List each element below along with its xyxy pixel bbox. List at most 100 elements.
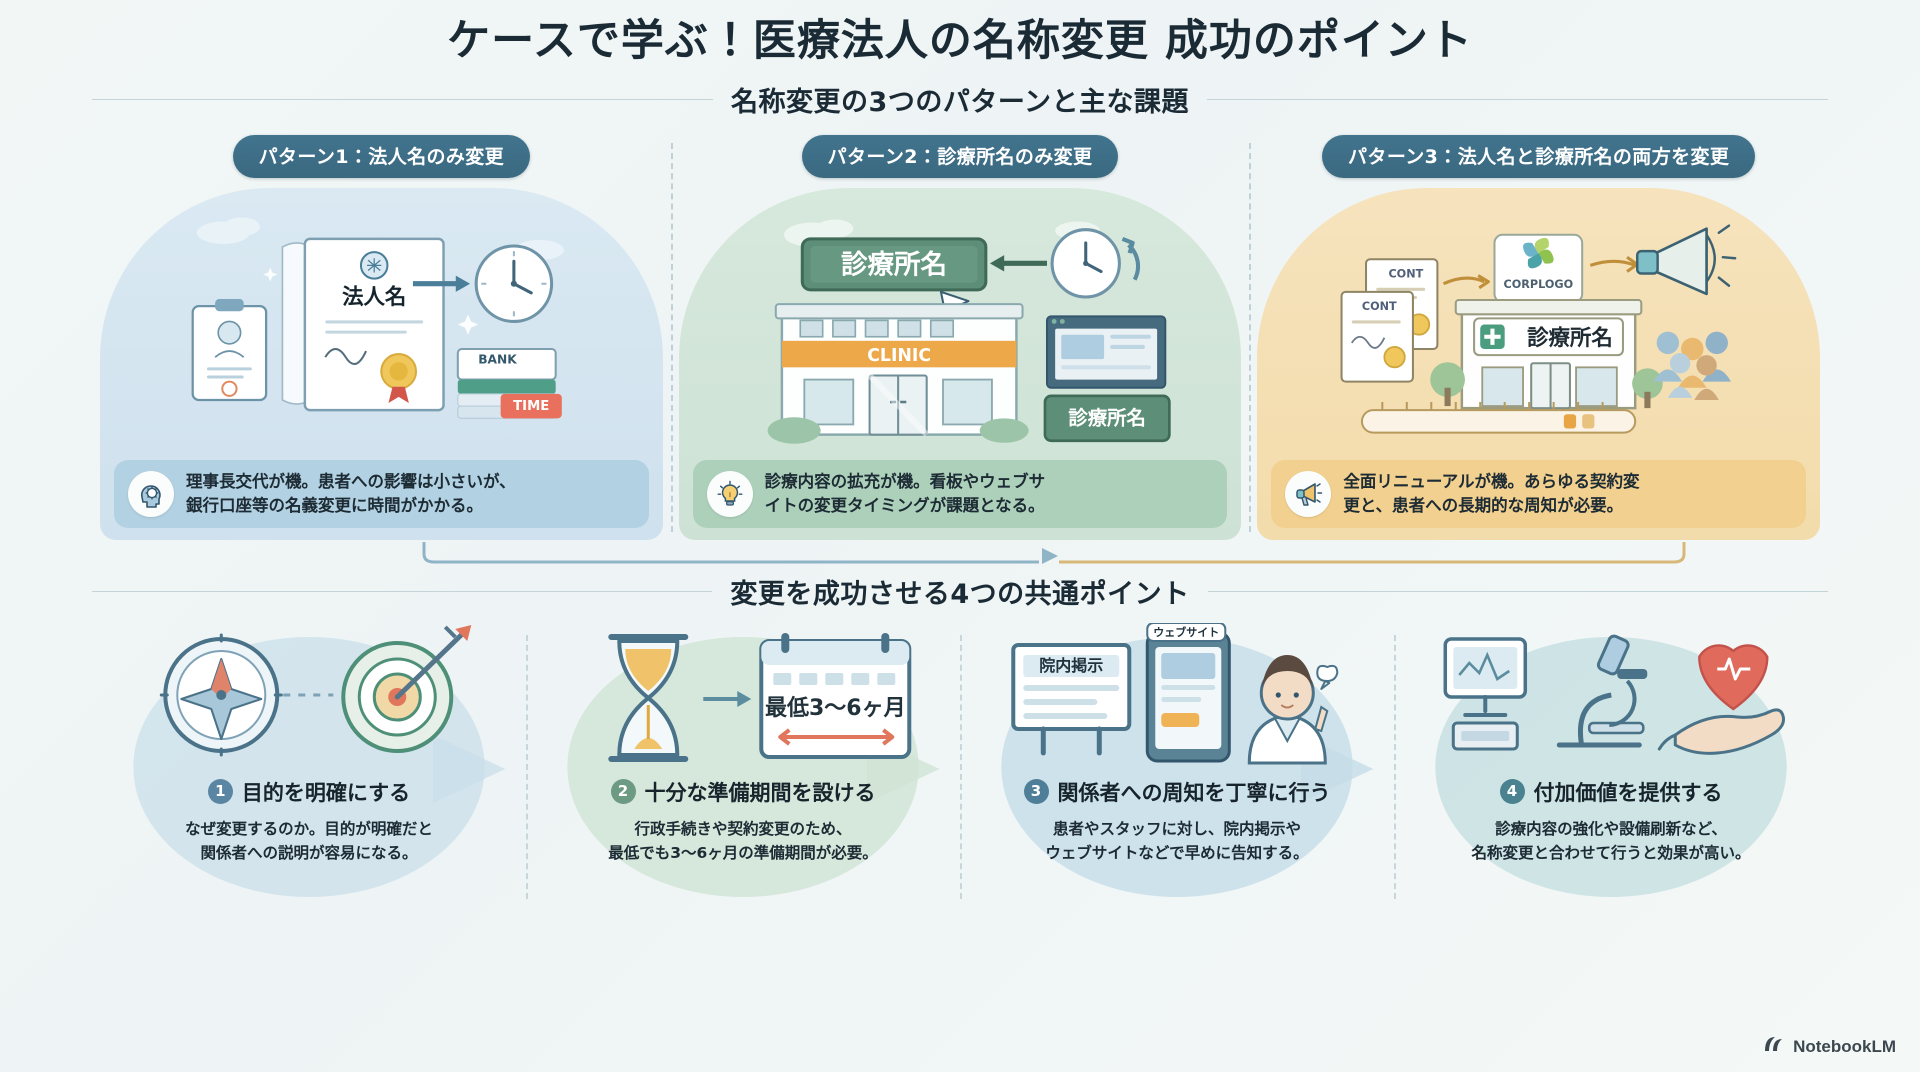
- bank-label-text: BANK: [478, 352, 517, 366]
- pattern-card-2[interactable]: パターン2：診療所名のみ変更 診療所名: [670, 129, 1250, 540]
- corporate-logo-illustration: CORPLOGO: [1493, 233, 1584, 303]
- panels-connector: [184, 541, 1920, 568]
- website-label-text: ウェブサイト: [1153, 625, 1219, 639]
- pattern-2-caption: 診療内容の拡充が機。看板やウェブサ イトの変更タイミングが課題となる。: [692, 459, 1228, 528]
- contract-documents-illustration: CONT CONT: [1340, 257, 1439, 383]
- clock-icon: [1050, 227, 1121, 299]
- corp-logo-text: CORPLOGO: [1504, 277, 1574, 290]
- smartphone-icon: ウェブサイト: [1145, 622, 1231, 763]
- patterns-heading-text: 名称変更の3つのパターンと主な課題: [731, 86, 1189, 118]
- compass-icon: [159, 633, 283, 757]
- point-1-title: 1 目的を明確にする: [92, 777, 526, 807]
- megaphone-icon: [1285, 470, 1332, 517]
- pattern-2-illustration: 診療所名: [689, 194, 1232, 454]
- point-3-illustration: 院内掲示 ウェブサイト: [995, 622, 1360, 773]
- period-range-arrow: [778, 728, 894, 746]
- target-arrow-icon: [341, 624, 471, 753]
- points-heading-text: 変更を成功させる4つの共通ポイント: [730, 578, 1190, 610]
- point-2-title: 2 十分な準備期間を設ける: [526, 777, 960, 807]
- arrow-curve-icon: [1443, 273, 1491, 289]
- pattern-2-panel: 診療所名: [678, 187, 1242, 540]
- calendar-icon: 最低3〜6ヶ月: [759, 632, 911, 759]
- points-row: 1 目的を明確にする なぜ変更するのか。目的が明確だと 関係者への説明が容易にな…: [92, 617, 1828, 917]
- pattern-3-illustration: CONT CONT: [1267, 194, 1810, 454]
- point-1-number: 1: [207, 779, 233, 805]
- doctor-icon: [1247, 654, 1339, 765]
- point-card-4[interactable]: 4 付加価値を提供する 診療内容の強化や設備刷新など、 名称変更と合わせて行うと…: [1394, 617, 1828, 917]
- point-2-illustration: 最低3〜6ヶ月: [561, 623, 926, 773]
- pattern-1-illustration: 法人名: [110, 194, 653, 454]
- heading-rule-left: [92, 98, 714, 100]
- point-card-1[interactable]: 1 目的を明確にする なぜ変更するのか。目的が明確だと 関係者への説明が容易にな…: [92, 617, 526, 917]
- noticeboard-label-text: 院内掲示: [1039, 656, 1103, 675]
- patterns-section-heading: 名称変更の3つのパターンと主な課題: [92, 80, 1828, 119]
- notebooklm-watermark: NotebookLM: [1763, 1035, 1896, 1058]
- clipboard-icon: [191, 298, 268, 401]
- pattern-3-panel: CONT CONT: [1257, 187, 1821, 540]
- pattern-3-pill[interactable]: パターン3：法人名と診療所名の両方を変更: [1322, 134, 1756, 178]
- people-group-illustration: [1653, 331, 1732, 400]
- lightbulb-icon: [706, 470, 753, 517]
- pattern-2-pill[interactable]: パターン2：診療所名のみ変更: [801, 134, 1119, 178]
- calendar-period-text: 最低3〜6ヶ月: [765, 696, 906, 721]
- sparkle-icon: [263, 267, 479, 335]
- point-2-title-text: 十分な準備期間を設ける: [644, 780, 876, 805]
- time-label-text: TIME: [513, 399, 549, 414]
- heart-hand-icon: [1657, 643, 1785, 755]
- point-4-bubble: [1394, 617, 1828, 917]
- hourglass-icon: [608, 633, 688, 762]
- pattern-card-1[interactable]: パターン1：法人名のみ変更: [92, 129, 671, 540]
- contract-2-text: CONT: [1362, 300, 1397, 313]
- pattern-card-3[interactable]: パターン3：法人名と診療所名の両方を変更 CONT CONT: [1249, 129, 1828, 540]
- point-2-number: 2: [610, 779, 636, 805]
- bush-shapes: [767, 416, 1029, 444]
- pinwheel-logo-icon: [1523, 237, 1554, 269]
- refresh-arrows-icon: [1121, 236, 1140, 281]
- point-3-description: 患者やスタッフに対し、院内掲示や ウェブサイトなどで早めに告知する。: [1045, 819, 1309, 862]
- point-3-number: 3: [1023, 779, 1049, 805]
- point-1-title-text: 目的を明確にする: [241, 780, 411, 805]
- point-2-description: 行政手続きや契約変更のため、 最低でも3〜6ヶ月の準備期間が必要。: [608, 819, 878, 862]
- pattern-1-panel: 法人名: [100, 187, 663, 540]
- document-title-text: 法人名: [342, 284, 406, 310]
- page-title: ケースで学ぶ！医療法人の名称変更 成功のポイント: [447, 16, 1473, 66]
- point-4-number: 4: [1499, 779, 1525, 805]
- document-illustration: 法人名: [281, 237, 445, 411]
- point-1-description: なぜ変更するのか。目的が明確だと 関係者への説明が容易になる。: [185, 819, 433, 862]
- pattern-1-caption-text: 理事長交代が機。患者への影響は小さいが、 銀行口座等の名義変更に時間がかかる。: [186, 471, 516, 515]
- point-4-description: 診療内容の強化や設備刷新など、 名称変更と合わせて行うと効果が高い。: [1471, 819, 1751, 862]
- contract-1-text: CONT: [1389, 267, 1424, 280]
- pattern-1-caption: 理事長交代が機。患者への影響は小さいが、 銀行口座等の名義変更に時間がかかる。: [114, 459, 649, 528]
- point-4-illustration: [1429, 623, 1794, 773]
- point-4-title: 4 付加価値を提供する: [1394, 777, 1828, 807]
- point-3-title-text: 関係者への周知を丁寧に行う: [1057, 780, 1331, 805]
- pattern-2-caption-text: 診療内容の拡充が機。看板やウェブサ イトの変更タイミングが課題となる。: [764, 471, 1046, 515]
- renewed-clinic-text: 診療所名: [1527, 324, 1613, 350]
- point-card-3[interactable]: 院内掲示 ウェブサイト: [960, 617, 1394, 917]
- clock-icon: [474, 244, 554, 323]
- website-board-illustration: [1045, 314, 1166, 389]
- clinic-sign-illustration: 診療所名: [800, 236, 988, 291]
- sign-board-text: 診療所名: [1068, 406, 1145, 429]
- point-4-title-text: 付加価値を提供する: [1533, 780, 1723, 805]
- head-gear-icon: [128, 470, 174, 517]
- point-3-title: 3 関係者への周知を丁寧に行う: [960, 777, 1394, 807]
- points-rule-left: [92, 590, 713, 592]
- tree-shapes: [1430, 361, 1664, 408]
- pattern-3-caption: 全面リニューアルが機。あらゆる契約変 更と、患者への長期的な周知が必要。: [1271, 459, 1807, 528]
- point-1-illustration: [127, 623, 492, 773]
- point-card-2[interactable]: 最低3〜6ヶ月 2 十分な準備期間を設ける 行政手続きや契約変更のため、 最低で…: [526, 617, 960, 917]
- timeline-bar: [1361, 401, 1637, 434]
- heading-rule-right: [1206, 98, 1828, 100]
- bank-card-illustration: BANK TIME: [456, 347, 562, 419]
- noticeboard-icon: 院内掲示: [1011, 642, 1131, 756]
- sign-board-illustration: 診療所名: [1043, 394, 1171, 442]
- points-section-heading: 変更を成功させる4つの共通ポイント: [92, 572, 1829, 611]
- patterns-row: パターン1：法人名のみ変更: [92, 129, 1828, 540]
- renewed-clinic-illustration: 診療所名: [1455, 298, 1643, 409]
- clinic-building-text: CLINIC: [867, 346, 931, 366]
- clinic-sign-text: 診療所名: [841, 249, 947, 280]
- microscope-icon: [1556, 634, 1647, 748]
- pattern-1-pill[interactable]: パターン1：法人名のみ変更: [232, 134, 531, 178]
- notebooklm-label: NotebookLM: [1793, 1036, 1896, 1056]
